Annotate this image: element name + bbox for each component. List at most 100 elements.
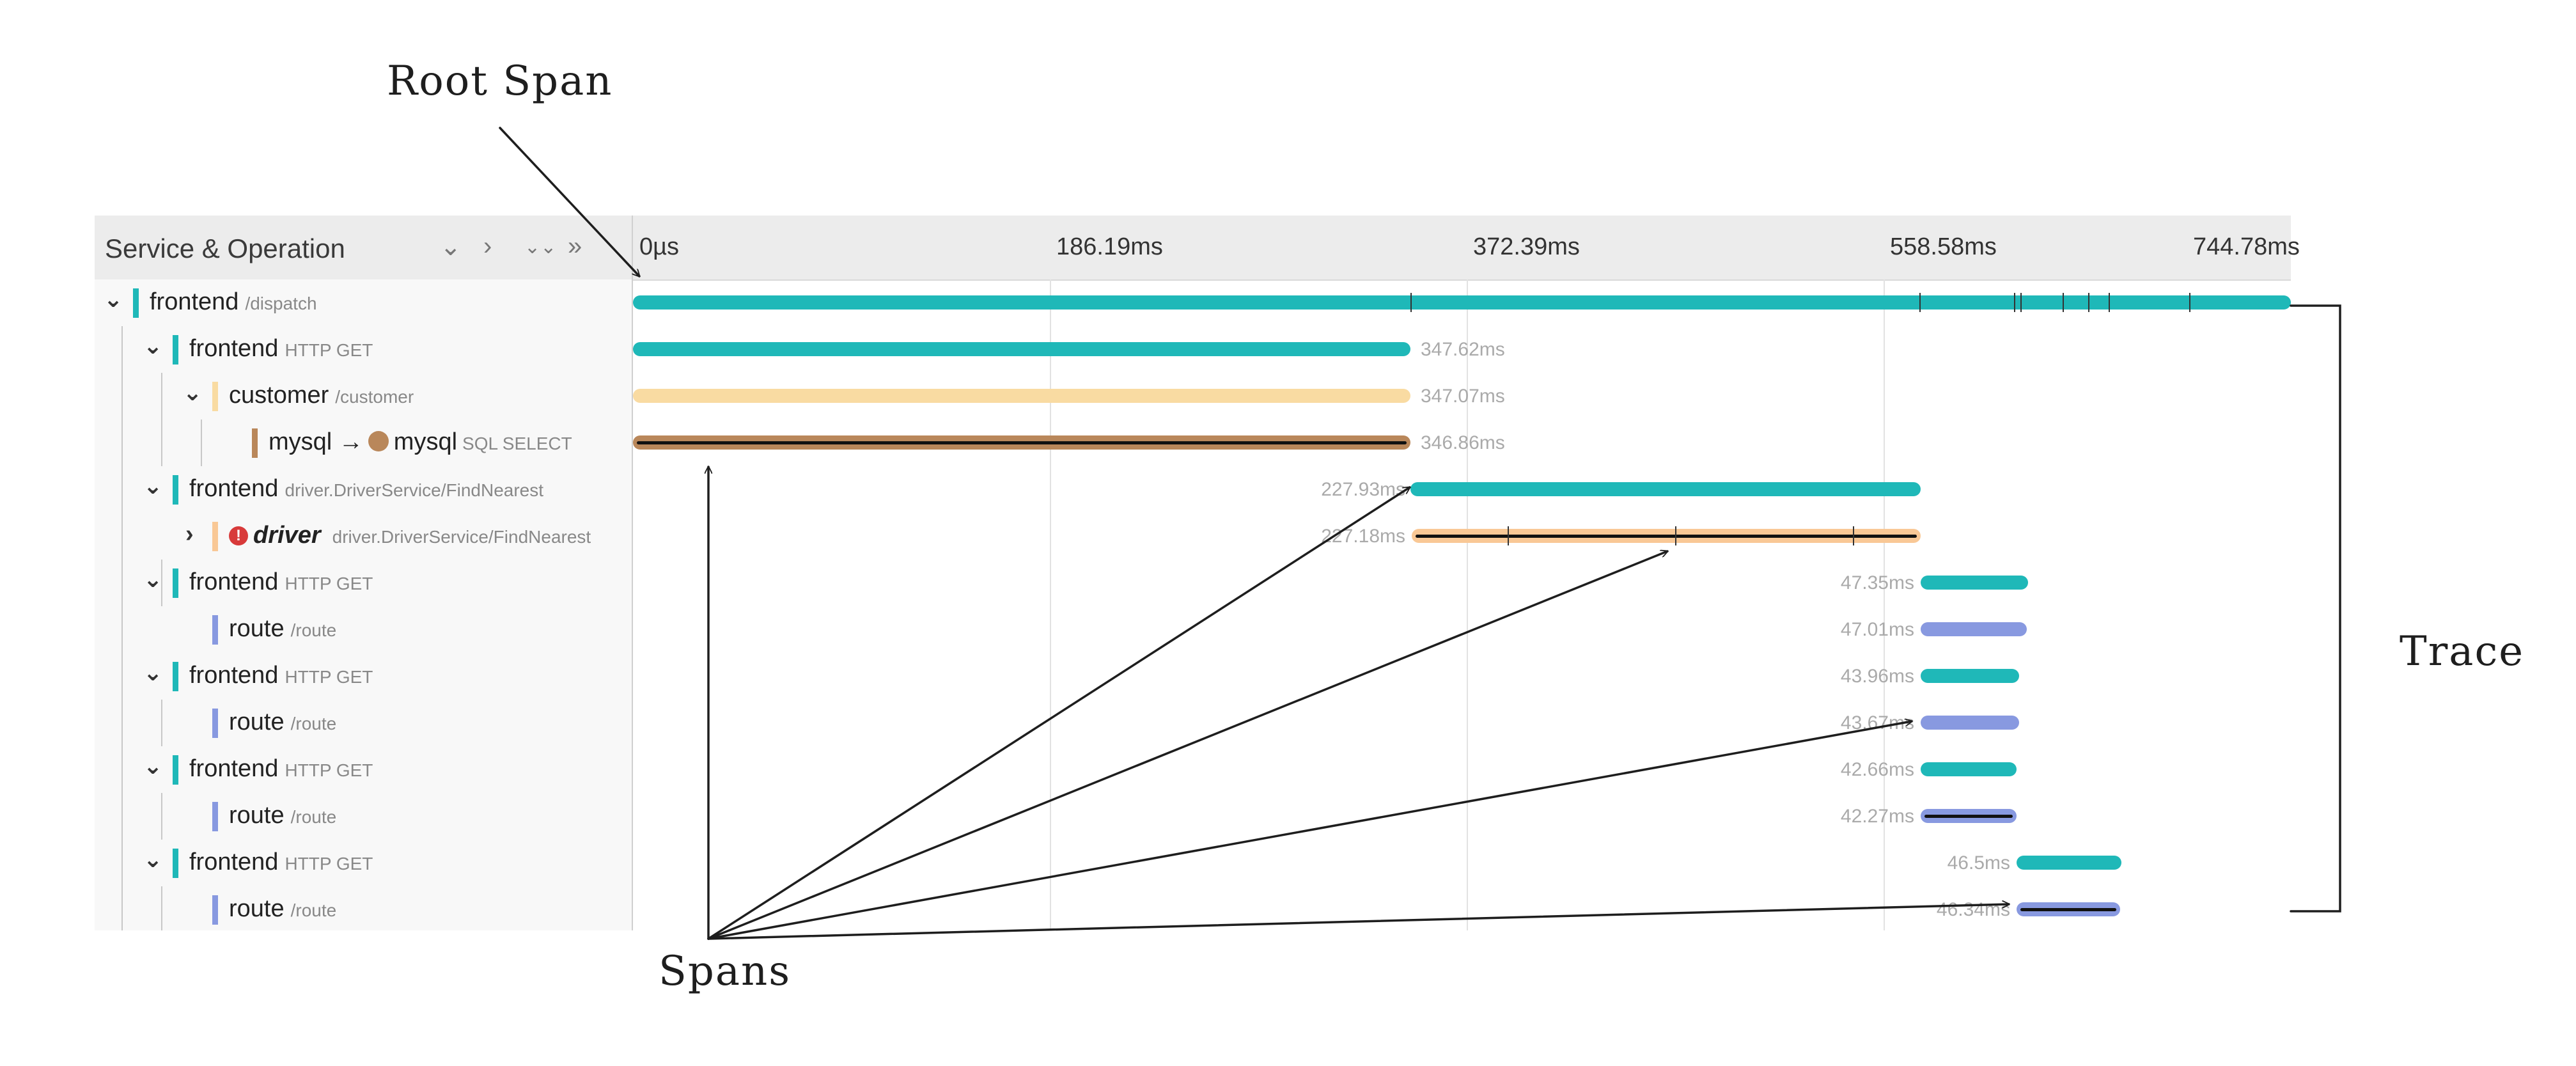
service-operation-header: Service & Operation ⌄ › ⌄⌄ »: [95, 216, 633, 279]
tree-guide: [121, 326, 123, 930]
span-bar[interactable]: [2017, 856, 2121, 870]
tick-label-1: 186.19ms: [1056, 233, 1163, 260]
chevron-down-icon[interactable]: ⌄: [143, 566, 163, 592]
span-bar[interactable]: [1410, 482, 1921, 496]
gridline: [1050, 279, 1051, 930]
span-duration: 47.35ms: [1840, 572, 1914, 593]
chevron-down-icon[interactable]: ⌄: [143, 473, 163, 499]
span-duration: 227.18ms: [1321, 526, 1405, 547]
operation-name: HTTP GET: [285, 854, 373, 874]
operation-name: HTTP GET: [285, 574, 373, 593]
operation-name: SQL SELECT: [462, 434, 572, 453]
span-bar[interactable]: [1412, 526, 1921, 545]
span-bar-root[interactable]: [633, 293, 2291, 312]
span-row[interactable]: ⌄ frontend/dispatch: [95, 279, 632, 326]
database-icon: [368, 431, 389, 451]
span-row[interactable]: route/route: [95, 886, 632, 933]
chevron-down-icon[interactable]: ⌄: [143, 846, 163, 872]
span-duration: 346.86ms: [1421, 432, 1505, 453]
service-color-bar: [173, 475, 178, 505]
collapse-all-icon[interactable]: »: [568, 232, 582, 260]
gridline: [1467, 279, 1468, 930]
span-bar[interactable]: [1921, 762, 2017, 776]
service-color-bar: [212, 382, 218, 411]
service-name: customer/customer: [229, 382, 414, 409]
chevron-down-icon[interactable]: ⌄: [104, 286, 123, 312]
expand-one-icon[interactable]: ›: [483, 232, 492, 260]
collapse-one-icon[interactable]: ⌄: [440, 233, 462, 261]
trace-bracket: [2290, 304, 2341, 913]
tick-label-4: 744.78ms: [2193, 233, 2300, 260]
span-bar[interactable]: [633, 435, 1410, 450]
expand-all-icon[interactable]: ⌄⌄: [524, 237, 557, 258]
span-row[interactable]: ⌄ customer/customer: [95, 373, 632, 419]
service-color-bar: [173, 755, 178, 785]
span-bar[interactable]: [1921, 809, 2017, 823]
span-duration: 47.01ms: [1840, 619, 1914, 640]
span-bar[interactable]: [1921, 669, 2019, 683]
span-duration: 43.67ms: [1840, 712, 1914, 733]
service-color-bar: [212, 895, 218, 925]
service-color-bar: [173, 568, 178, 598]
operation-name: driver.DriverService/FindNearest: [332, 527, 591, 547]
span-bar[interactable]: [1921, 622, 2027, 636]
span-row[interactable]: route/route: [95, 700, 632, 746]
span-bar[interactable]: [633, 389, 1410, 403]
span-bar[interactable]: [633, 342, 1410, 356]
span-duration: 46.5ms: [1947, 852, 2010, 874]
chevron-down-icon[interactable]: ⌄: [143, 659, 163, 686]
operation-name: HTTP GET: [285, 760, 373, 780]
timeline-header: Service & Operation ⌄ › ⌄⌄ » 0µs 186.19m…: [95, 216, 2300, 281]
span-duration: 227.93ms: [1321, 479, 1405, 500]
operation-name: /dispatch: [245, 294, 317, 313]
tree-guide: [161, 373, 162, 466]
span-bar[interactable]: [2017, 902, 2120, 916]
error-icon: !: [229, 526, 248, 545]
chevron-down-icon[interactable]: ⌄: [143, 753, 163, 779]
column-title: Service & Operation: [105, 233, 345, 263]
tree-guide: [161, 560, 162, 606]
chevron-right-icon[interactable]: ›: [185, 521, 194, 547]
chevron-down-icon[interactable]: ⌄: [143, 333, 163, 359]
service-color-bar: [212, 709, 218, 738]
service-color-bar: [173, 335, 178, 364]
span-bar[interactable]: [1921, 576, 2028, 590]
operation-name: /route: [290, 714, 337, 733]
trace-viewer: Service & Operation ⌄ › ⌄⌄ » 0µs 186.19m…: [95, 216, 2300, 933]
annotation-trace: Trace: [2400, 628, 2525, 675]
operation-name: HTTP GET: [285, 667, 373, 687]
operation-name: /route: [290, 620, 337, 640]
chevron-down-icon[interactable]: ⌄: [183, 379, 203, 405]
tick-label-3: 558.58ms: [1890, 233, 1997, 260]
service-name: route/route: [229, 802, 337, 829]
timeline: 347.62ms 347.07ms 346.86ms 227.93ms 227.…: [633, 279, 2291, 930]
span-row[interactable]: route/route: [95, 793, 632, 840]
service-name: route/route: [229, 615, 337, 642]
service-color-bar: [212, 522, 218, 551]
service-name: route/route: [229, 709, 337, 735]
service-color-bar: [252, 428, 258, 458]
annotation-spans: Spans: [659, 948, 792, 995]
span-bar[interactable]: [1921, 716, 2019, 730]
span-row[interactable]: route/route: [95, 606, 632, 653]
operation-name: /route: [290, 807, 337, 827]
span-duration: 42.66ms: [1840, 759, 1914, 780]
span-duration: 46.34ms: [1936, 899, 2010, 920]
operation-name: HTTP GET: [285, 340, 373, 360]
span-duration: 347.62ms: [1421, 339, 1505, 360]
peer-service: mysql: [393, 428, 458, 455]
